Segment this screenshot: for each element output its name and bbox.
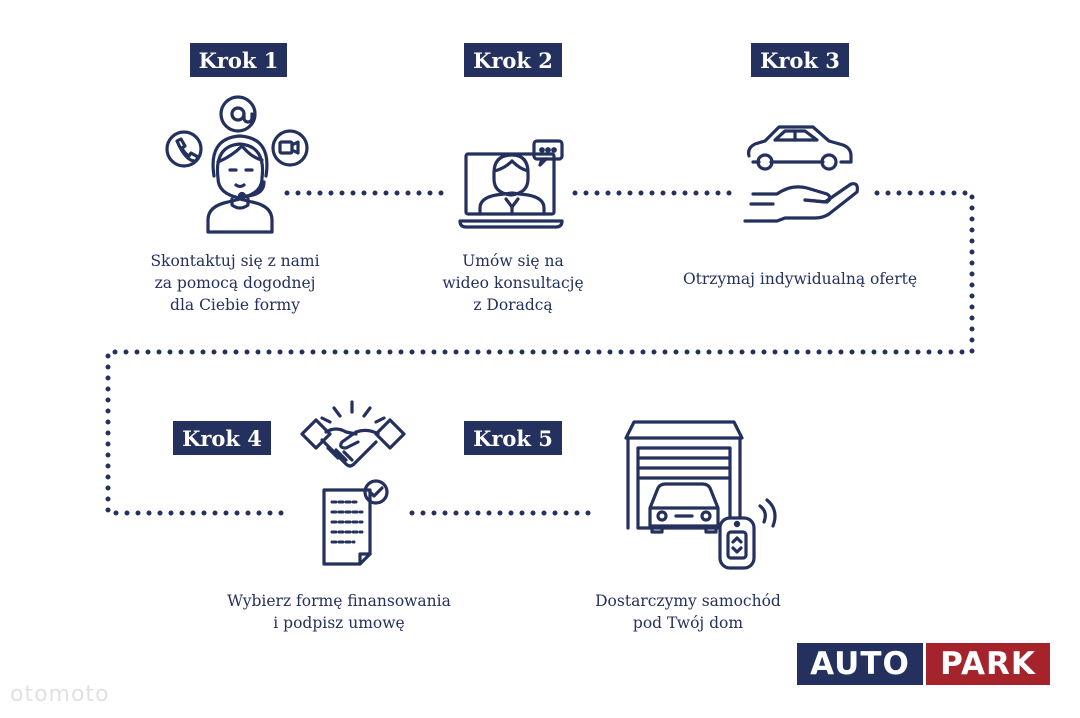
step-5-caption-line: pod Twój dom bbox=[632, 614, 744, 632]
step-5-caption-line: Dostarczymy samochód bbox=[595, 592, 781, 610]
step-1-caption-line: za pomocą dogodnej bbox=[154, 274, 316, 292]
car-offer-hand-icon bbox=[743, 118, 863, 238]
step-1-caption: Skontaktuj się z nami za pomocą dogodnej… bbox=[140, 250, 330, 316]
step-3-badge: Krok 3 bbox=[751, 43, 849, 77]
headset-contact-icon bbox=[160, 92, 309, 242]
step-4-caption: Wybierz formę finansowania i podpisz umo… bbox=[208, 590, 470, 634]
garage-delivery-icon bbox=[622, 420, 782, 575]
step-2-caption: Umów się na wideo konsultację z Doradcą bbox=[418, 250, 608, 316]
video-consultation-icon bbox=[458, 137, 568, 232]
step-1-caption-line: dla Ciebie formy bbox=[170, 296, 300, 314]
autopark-logo: AUTO PARK bbox=[797, 643, 1050, 685]
step-3-caption-line: Otrzymaj indywidualną ofertę bbox=[682, 270, 918, 288]
step-5-badge: Krok 5 bbox=[464, 421, 562, 455]
step-5-caption: Dostarczymy samochód pod Twój dom bbox=[576, 590, 800, 634]
step-4-caption-line: i podpisz umowę bbox=[273, 614, 405, 632]
step-2-caption-line: Umów się na bbox=[462, 252, 564, 270]
watermark: otomoto bbox=[10, 682, 110, 707]
step-2-badge: Krok 2 bbox=[464, 43, 562, 77]
step-1-caption-line: Skontaktuj się z nami bbox=[150, 252, 320, 270]
step-3-caption: Otrzymaj indywidualną ofertę bbox=[665, 268, 935, 290]
step-4-badge: Krok 4 bbox=[173, 421, 271, 455]
logo-park-part: PARK bbox=[926, 643, 1050, 685]
logo-auto-part: AUTO bbox=[797, 643, 923, 685]
step-2-caption-line: z Doradcą bbox=[473, 296, 553, 314]
step-4-caption-line: Wybierz formę finansowania bbox=[227, 592, 451, 610]
step-1-badge: Krok 1 bbox=[190, 43, 287, 77]
handshake-contract-icon bbox=[298, 400, 408, 566]
step-2-caption-line: wideo konsultację bbox=[442, 274, 584, 292]
